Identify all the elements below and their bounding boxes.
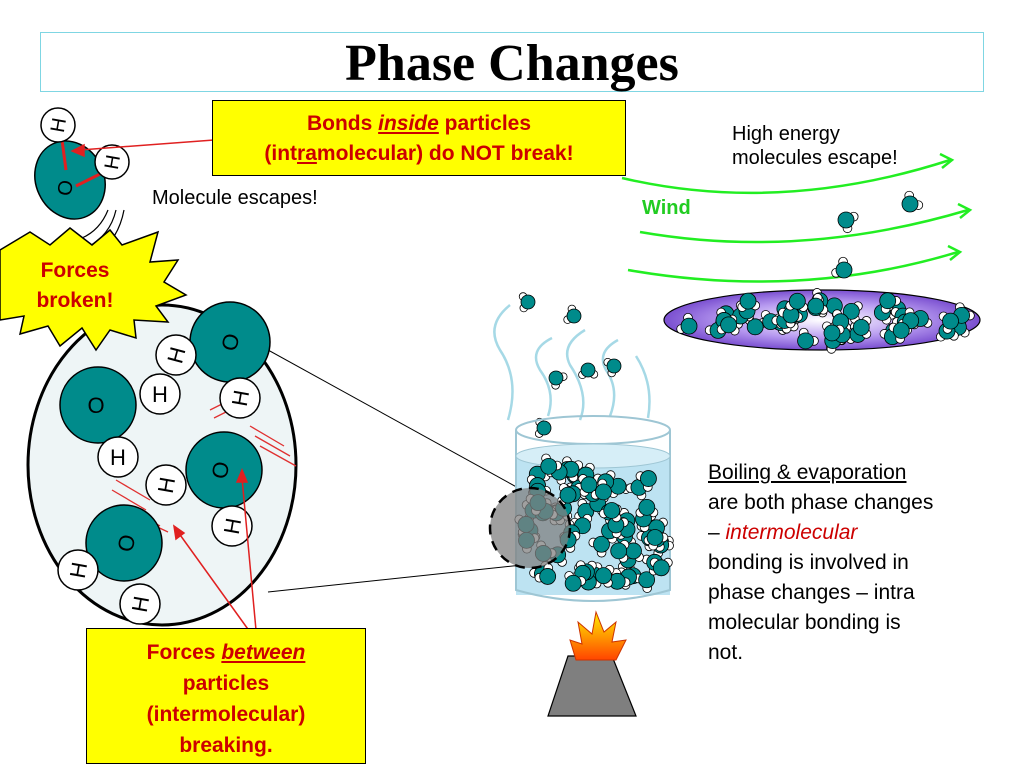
small-water-molecule bbox=[578, 474, 598, 497]
small-water-molecule bbox=[676, 312, 698, 335]
small-water-molecule bbox=[646, 529, 669, 551]
callout-emphasis: ra bbox=[297, 142, 317, 165]
small-water-molecule bbox=[578, 362, 599, 380]
callout-text: particles bbox=[182, 672, 270, 695]
small-water-molecule bbox=[590, 478, 612, 501]
side-note-heading: Boiling & evaporation bbox=[708, 461, 907, 484]
svg-text:O: O bbox=[87, 393, 104, 418]
callout-text: Bonds bbox=[306, 112, 373, 135]
svg-text:H: H bbox=[153, 475, 180, 495]
small-water-molecule bbox=[778, 306, 800, 329]
callout-intramolecular: Bonds inside particles (intramolecular) … bbox=[212, 100, 626, 176]
svg-text:O: O bbox=[207, 459, 235, 480]
side-note-emphasis: intermolecular bbox=[725, 521, 858, 544]
svg-text:H: H bbox=[101, 153, 125, 171]
small-water-molecule bbox=[635, 498, 659, 518]
callout-text: (int bbox=[264, 142, 298, 165]
small-water-molecule bbox=[888, 322, 910, 344]
burner bbox=[547, 655, 637, 717]
callout-intermolecular: Forces between particles (intermolecular… bbox=[86, 628, 366, 764]
svg-text:H: H bbox=[110, 445, 126, 470]
high-energy-line: High energy bbox=[732, 123, 840, 145]
small-water-molecule bbox=[534, 563, 557, 585]
steam-wisps bbox=[493, 304, 651, 421]
burst-line: Forces bbox=[40, 259, 110, 282]
small-water-molecule bbox=[563, 304, 582, 324]
oval-molecule-4: O H H bbox=[57, 504, 163, 625]
escaping-molecule: O H H bbox=[34, 107, 130, 220]
svg-text:H: H bbox=[127, 594, 154, 614]
callout-arrows-bottom bbox=[172, 468, 257, 633]
callout-text: Forces bbox=[146, 641, 216, 664]
forces-broken-burst bbox=[0, 227, 188, 352]
small-water-molecule bbox=[852, 316, 872, 339]
page-title: Phase Changes bbox=[345, 35, 679, 92]
callout-emphasis: inside bbox=[378, 112, 439, 135]
side-note-line: molecular bonding is bbox=[708, 611, 901, 634]
zoom-circle bbox=[488, 486, 572, 570]
callout-text: (intermolecular) bbox=[146, 703, 306, 726]
side-note-line: phase changes – intra bbox=[708, 581, 915, 604]
small-water-molecule bbox=[797, 327, 819, 350]
svg-text:H: H bbox=[227, 388, 254, 408]
svg-text:H: H bbox=[219, 516, 246, 536]
molecule-escapes-label: Molecule escapes! bbox=[152, 187, 318, 209]
small-water-molecule bbox=[548, 370, 568, 390]
small-water-molecule bbox=[603, 357, 622, 378]
side-note-line: are both phase changes bbox=[708, 491, 934, 514]
callout-emphasis: between bbox=[221, 641, 306, 664]
callout-text: molecular) do NOT break! bbox=[316, 142, 574, 165]
small-water-molecule bbox=[716, 316, 740, 336]
small-water-molecule bbox=[540, 453, 562, 475]
small-water-molecule bbox=[938, 311, 959, 334]
side-note-line: not. bbox=[708, 641, 744, 664]
small-water-molecule bbox=[564, 571, 587, 592]
title-box: Phase Changes bbox=[40, 32, 984, 92]
small-water-molecule bbox=[588, 535, 610, 558]
callout-arrow-top bbox=[70, 139, 215, 158]
oval-molecule-1: O H H bbox=[155, 301, 271, 419]
small-water-molecule bbox=[595, 564, 615, 588]
svg-text:H: H bbox=[47, 116, 71, 134]
small-water-molecule bbox=[737, 292, 761, 312]
puddle-molecules bbox=[676, 288, 975, 354]
small-water-molecule bbox=[635, 470, 657, 492]
svg-text:O: O bbox=[54, 178, 78, 197]
forces-broken-label: Forces broken! bbox=[10, 256, 140, 316]
burst-line: broken! bbox=[36, 289, 114, 312]
high-energy-label: High energy molecules escape! bbox=[732, 122, 898, 170]
small-water-molecule bbox=[831, 256, 853, 279]
small-water-molecule bbox=[607, 516, 629, 539]
oxygen-label: O bbox=[216, 331, 245, 354]
small-water-molecule bbox=[822, 321, 845, 342]
side-note-line: – intermolecular bbox=[708, 521, 858, 544]
svg-text:H: H bbox=[152, 382, 168, 407]
wind-label: Wind bbox=[642, 197, 691, 219]
callout-text: particles bbox=[444, 112, 532, 135]
small-water-molecule bbox=[837, 211, 859, 234]
zoom-line-bottom bbox=[267, 564, 523, 593]
small-water-molecule bbox=[599, 502, 622, 523]
small-water-molecule bbox=[610, 539, 630, 563]
small-water-molecule bbox=[785, 292, 809, 312]
side-note-line: bonding is involved in bbox=[708, 551, 909, 574]
svg-text:H: H bbox=[162, 344, 190, 366]
small-water-molecule bbox=[518, 292, 536, 313]
wind-molecules bbox=[831, 190, 924, 279]
small-water-molecule bbox=[649, 557, 673, 577]
high-energy-line: molecules escape! bbox=[732, 147, 898, 169]
side-note: Boiling & evaporation are both phase cha… bbox=[708, 458, 1008, 668]
small-water-molecule bbox=[879, 292, 901, 314]
callout-text: breaking. bbox=[179, 734, 273, 757]
flame bbox=[569, 610, 627, 661]
small-water-molecule bbox=[901, 190, 924, 213]
oval-molecule-2: O H H bbox=[59, 366, 181, 478]
svg-text:H: H bbox=[65, 560, 92, 580]
svg-text:O: O bbox=[113, 532, 141, 553]
wind-arrows bbox=[621, 152, 973, 283]
